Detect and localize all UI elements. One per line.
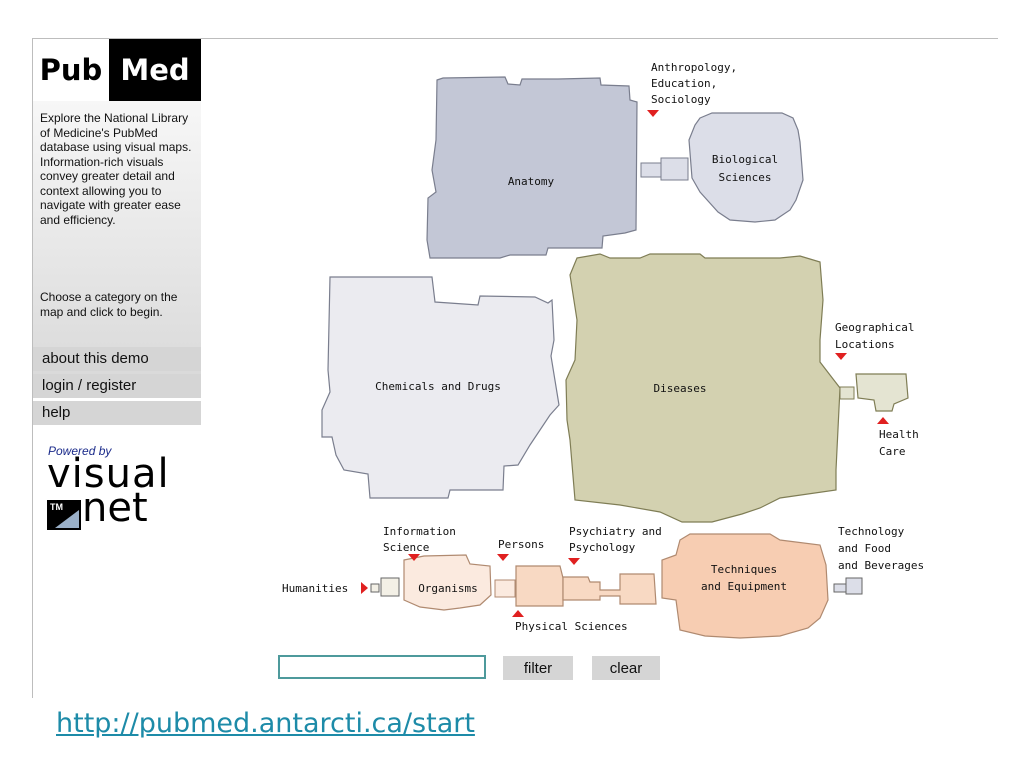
start-url-link[interactable]: http://pubmed.antarcti.ca/start xyxy=(56,708,475,739)
geographical-marker-icon xyxy=(835,353,847,360)
health-care-marker-icon xyxy=(877,417,889,424)
psychiatry-psychology-shape[interactable] xyxy=(562,573,657,605)
anthropology-marker-icon xyxy=(647,110,659,117)
pubmed-logo[interactable]: Pub Med xyxy=(33,39,201,101)
psychiatry-marker-icon xyxy=(568,558,580,565)
persons-label[interactable]: Persons xyxy=(498,538,544,551)
technology-food-connector[interactable] xyxy=(833,583,847,593)
persons-shape[interactable] xyxy=(515,565,564,607)
information-science-label-1[interactable]: Information xyxy=(383,525,456,538)
clear-button[interactable]: clear xyxy=(592,656,660,680)
health-care-shape[interactable] xyxy=(855,373,909,412)
information-science-marker-icon xyxy=(408,554,420,561)
biological-sciences-shape[interactable] xyxy=(688,112,804,223)
techniques-label-1: Techniques xyxy=(711,563,777,576)
region-chemicals-and-drugs[interactable]: Chemicals and Drugs xyxy=(321,276,560,499)
diseases-label: Diseases xyxy=(654,382,707,395)
anatomy-connector-small[interactable] xyxy=(640,162,662,178)
physical-sciences-marker-icon xyxy=(512,610,524,617)
intro-description: Explore the National Library of Medicine… xyxy=(40,111,192,227)
powered-by-label: Powered by xyxy=(48,444,112,458)
psychiatry-label-2[interactable]: Psychology xyxy=(569,541,636,554)
powered-by-visualnet-logo: Powered by visual TM net xyxy=(47,444,197,534)
intro-panel: Explore the National Library of Medicine… xyxy=(33,101,201,385)
health-care-label-1[interactable]: Health xyxy=(879,428,919,441)
logo-med-text: Med xyxy=(109,39,201,101)
technology-food-label-2[interactable]: and Food xyxy=(838,542,891,555)
technology-food-label-1[interactable]: Technology xyxy=(838,525,905,538)
filter-button[interactable]: filter xyxy=(503,656,573,680)
chemicals-and-drugs-label: Chemicals and Drugs xyxy=(375,380,501,393)
diseases-connector[interactable] xyxy=(839,386,855,400)
persons-marker-icon xyxy=(497,554,509,561)
humanities-block[interactable] xyxy=(380,577,400,597)
organisms-connector[interactable] xyxy=(494,579,516,598)
organisms-shape[interactable] xyxy=(403,554,492,611)
region-diseases[interactable]: Diseases xyxy=(565,253,841,523)
region-techniques-and-equipment[interactable]: Techniques and Equipment xyxy=(661,533,829,639)
humanities-marker-icon xyxy=(361,582,368,594)
logo-pub-text: Pub xyxy=(33,39,109,101)
anthropology-label-1[interactable]: Anthropology, xyxy=(651,61,737,74)
login-register-button[interactable]: login / register xyxy=(33,374,201,398)
category-map: Anatomy Biological Sciences Chemicals an… xyxy=(282,61,924,639)
anatomy-shape[interactable] xyxy=(426,76,638,259)
physical-sciences-label[interactable]: Physical Sciences xyxy=(515,620,628,633)
anthropology-label-2[interactable]: Education, xyxy=(651,77,717,90)
technology-food-beverages-shape[interactable] xyxy=(845,577,863,595)
frame-top-border xyxy=(32,38,998,39)
region-anatomy[interactable]: Anatomy xyxy=(426,76,638,259)
health-care-label-2[interactable]: Care xyxy=(879,445,906,458)
anatomy-label: Anatomy xyxy=(508,175,555,188)
geographical-locations-label-2[interactable]: Locations xyxy=(835,338,895,351)
search-input[interactable] xyxy=(278,655,486,679)
techniques-label-2: and Equipment xyxy=(701,580,787,593)
organisms-label: Organisms xyxy=(418,582,478,595)
region-organisms[interactable]: Organisms xyxy=(403,554,492,611)
intro-instructions: Choose a category on the map and click t… xyxy=(40,290,178,319)
help-button[interactable]: help xyxy=(33,401,201,425)
psychiatry-label-1[interactable]: Psychiatry and xyxy=(569,525,662,538)
anatomy-connector[interactable] xyxy=(660,157,689,181)
biological-sciences-label-2: Sciences xyxy=(719,171,772,184)
region-biological-sciences[interactable]: Biological Sciences xyxy=(688,112,804,223)
visual-wordmark: visual xyxy=(47,451,170,497)
information-science-label-2[interactable]: Science xyxy=(383,541,429,554)
trademark-label: TM xyxy=(50,502,63,512)
biological-sciences-label-1: Biological xyxy=(712,153,778,166)
humanities-label[interactable]: Humanities xyxy=(282,582,348,595)
triangle-mark-icon xyxy=(55,510,79,528)
chemicals-and-drugs-shape[interactable] xyxy=(321,276,560,499)
net-wordmark: net xyxy=(82,485,148,531)
humanities-shape[interactable] xyxy=(370,583,380,593)
geographical-locations-label-1[interactable]: Geographical xyxy=(835,321,914,334)
diseases-shape[interactable] xyxy=(565,253,841,523)
visualnet-mark-icon: TM xyxy=(47,500,81,530)
technology-food-label-3[interactable]: and Beverages xyxy=(838,559,924,572)
frame-left-border xyxy=(32,38,33,698)
about-demo-button[interactable]: about this demo xyxy=(33,347,201,371)
techniques-and-equipment-shape[interactable] xyxy=(661,533,829,639)
anthropology-label-3[interactable]: Sociology xyxy=(651,93,711,106)
